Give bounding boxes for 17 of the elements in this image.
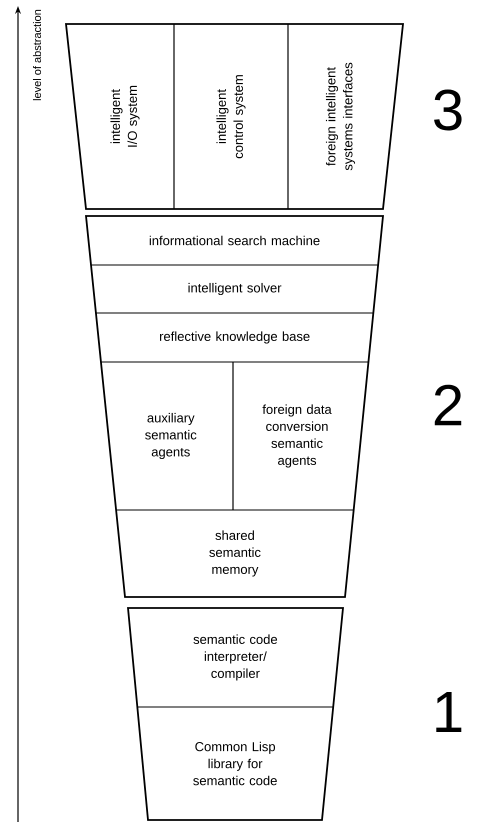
component-box: intelligent I/O system [65,23,175,210]
layer-trapezoid [85,215,384,598]
component-box: reflective knowledge base [95,312,374,363]
component-box: intelligent control system [173,23,289,210]
level-number: 1 [436,692,462,732]
layer-trapezoid [127,607,344,821]
component-box: auxiliary semantic agents [100,361,234,511]
axis-label: level of abstraction [32,10,42,100]
component-box: foreign data conversion semantic agents [232,361,370,511]
component-box: intelligent solver [90,264,379,314]
component-box: semantic code interpreter/ compiler [127,607,344,708]
component-box: Common Lisp library for semantic code [136,706,334,821]
component-box: informational search machine [85,215,384,266]
level-number: 3 [434,89,462,131]
level-number: 2 [434,384,462,426]
layer-trapezoid [65,23,404,210]
component-box: foreign intelligent systems interfaces [287,23,404,210]
